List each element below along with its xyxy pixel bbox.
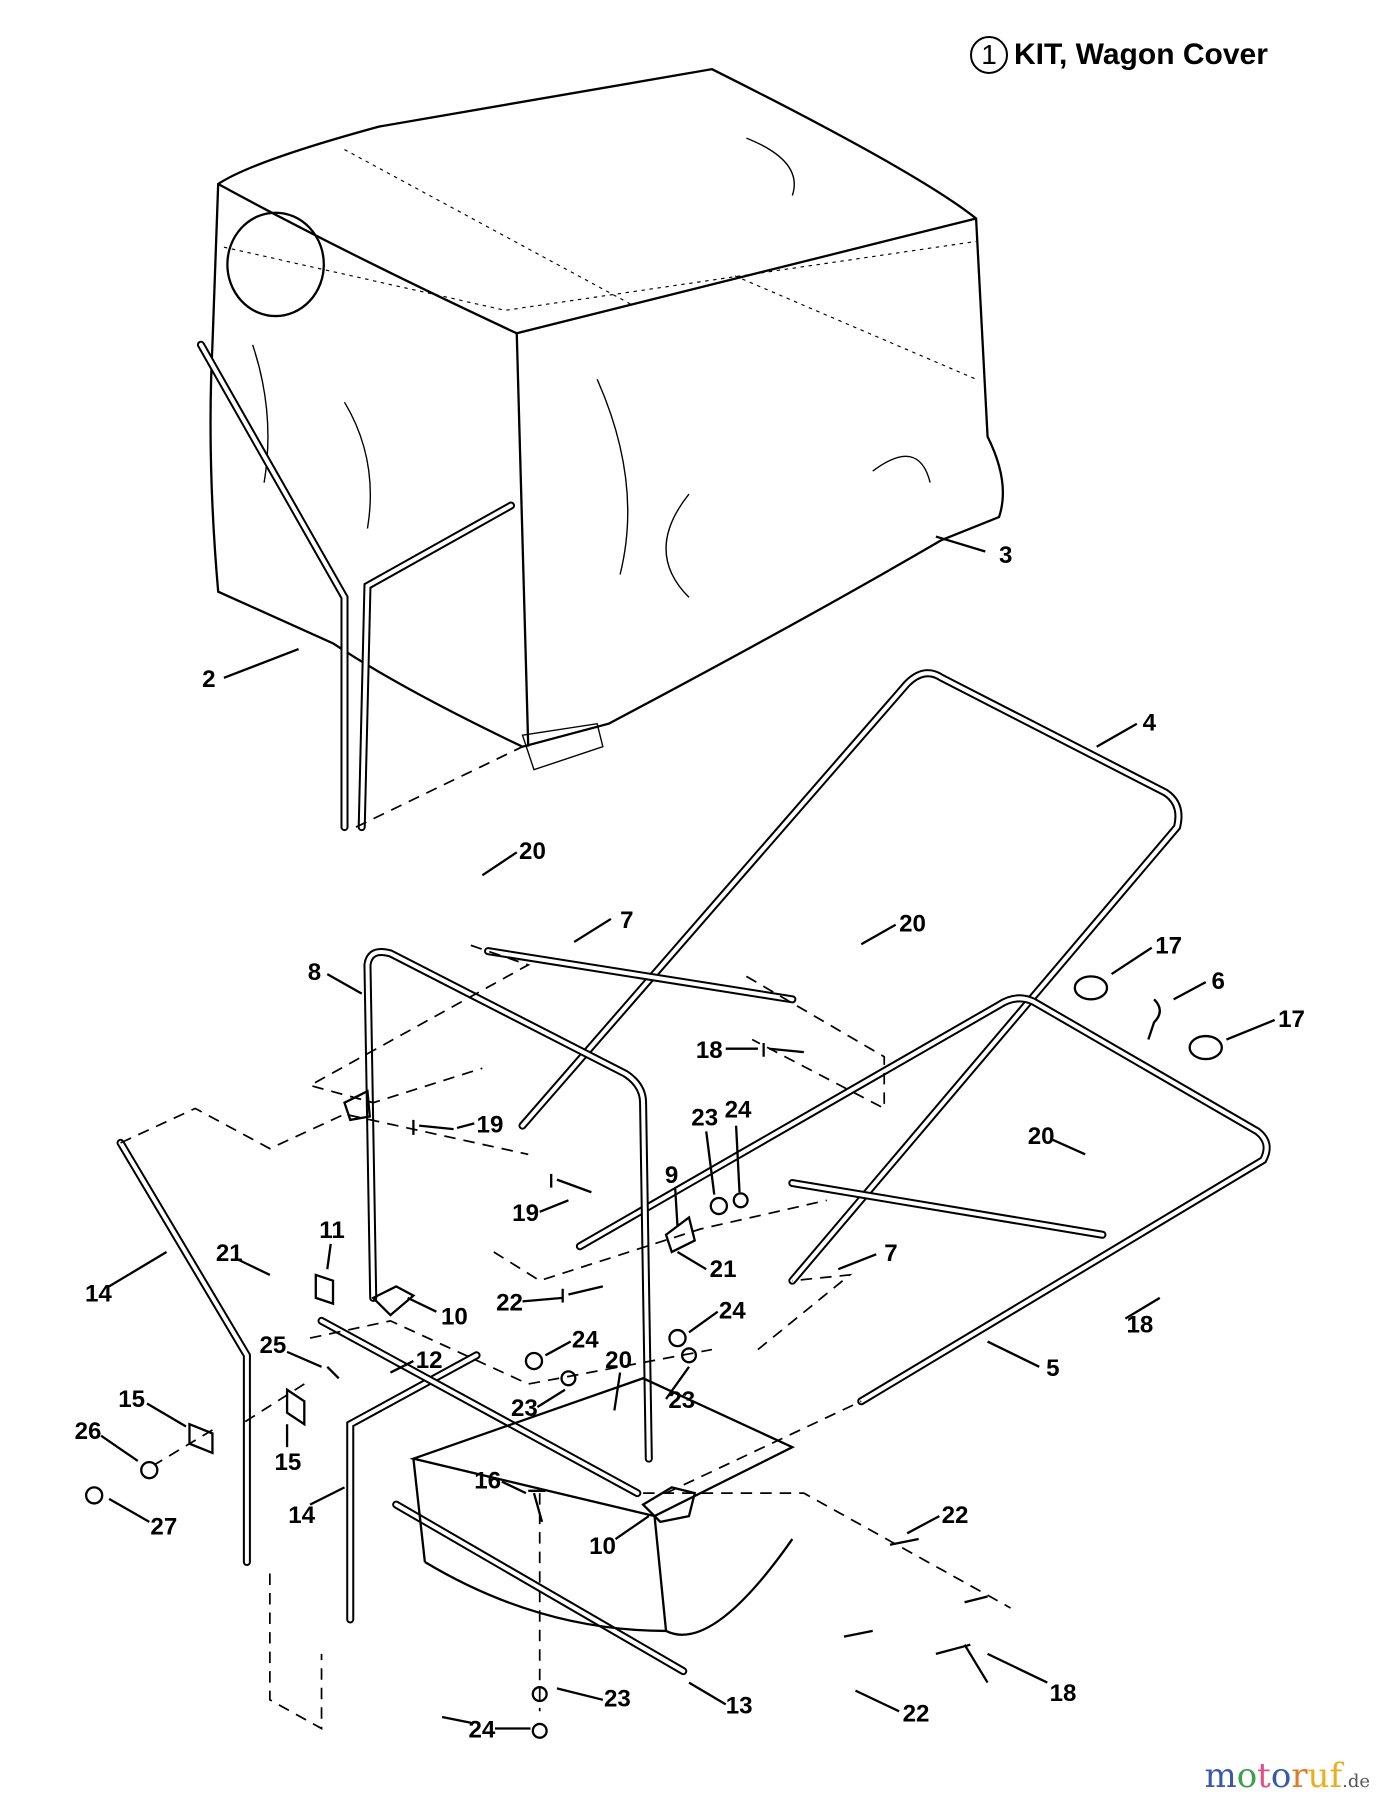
- callout-19: 19: [477, 1112, 504, 1139]
- top-frame-part-5: [575, 994, 1271, 1406]
- callout-22: 22: [942, 1502, 969, 1529]
- strut-part-7b: [790, 1181, 1105, 1237]
- kit-title-text: KIT, Wagon Cover: [1014, 38, 1268, 71]
- callout-labels: 2 3 4 20 7 20 8 17 6 17 18 19 23 24 9 20…: [75, 542, 1305, 1744]
- callout-23: 23: [604, 1686, 631, 1713]
- callout-9: 9: [665, 1162, 678, 1189]
- callout-15: 15: [118, 1386, 145, 1413]
- callout-20: 20: [899, 911, 926, 938]
- callout-7: 7: [620, 907, 633, 934]
- callout-23: 23: [691, 1105, 718, 1132]
- callout-11: 11: [319, 1217, 345, 1244]
- strut-part-7: [486, 949, 795, 1002]
- assembly-lines: [120, 944, 1011, 1730]
- callout-21: 21: [216, 1240, 243, 1267]
- callout-23: 23: [511, 1395, 538, 1422]
- callout-24: 24: [719, 1298, 746, 1325]
- diagram-title: 1 KIT, Wagon Cover: [970, 36, 1268, 74]
- support-frame-part-2: [196, 340, 604, 832]
- callout-6: 6: [1211, 968, 1224, 995]
- watermark-logo: motoruf.de: [1204, 1756, 1370, 1796]
- callout-24: 24: [469, 1717, 496, 1744]
- wagon-body: [409, 1377, 796, 1636]
- hoop-part-8: [363, 947, 653, 1463]
- callout-14: 14: [288, 1502, 315, 1529]
- callout-8: 8: [308, 959, 321, 986]
- callout-24: 24: [572, 1326, 599, 1353]
- leader-lines: [100, 535, 1276, 1730]
- callout-20: 20: [1028, 1123, 1055, 1150]
- callout-3: 3: [999, 542, 1012, 569]
- callout-17: 17: [1278, 1006, 1305, 1033]
- callout-14: 14: [85, 1280, 112, 1307]
- callout-10: 10: [589, 1533, 616, 1560]
- callout-27: 27: [150, 1513, 177, 1540]
- callout-18: 18: [1127, 1311, 1154, 1338]
- rod-part-12: [319, 1318, 640, 1496]
- callout-13: 13: [726, 1693, 753, 1720]
- callout-15: 15: [274, 1449, 301, 1476]
- callout-21: 21: [710, 1256, 737, 1283]
- hardware-parts: [84, 975, 1223, 1739]
- callout-7: 7: [884, 1240, 897, 1267]
- top-frame-part-4: [518, 669, 1183, 1285]
- rod-part-13: [394, 1502, 686, 1674]
- kit-number-circle: 1: [970, 36, 1008, 74]
- callout-12: 12: [416, 1347, 443, 1374]
- callout-17: 17: [1155, 932, 1182, 959]
- callout-10: 10: [441, 1303, 468, 1330]
- callout-2: 2: [202, 666, 215, 693]
- callout-20: 20: [605, 1347, 632, 1374]
- callout-5: 5: [1046, 1355, 1059, 1382]
- callout-20: 20: [519, 838, 546, 865]
- callout-22: 22: [496, 1290, 523, 1317]
- callout-4: 4: [1143, 710, 1157, 737]
- callout-19: 19: [512, 1200, 539, 1227]
- side-rod-part-14: [118, 1140, 249, 1565]
- callout-25: 25: [260, 1332, 287, 1359]
- wagon-cover-part-3: [209, 67, 1004, 748]
- callout-24: 24: [725, 1097, 752, 1124]
- callout-16: 16: [474, 1468, 501, 1495]
- callout-22: 22: [903, 1701, 930, 1728]
- callout-23: 23: [668, 1387, 695, 1414]
- callout-18: 18: [696, 1037, 723, 1064]
- callout-26: 26: [75, 1418, 102, 1445]
- callout-18: 18: [1050, 1680, 1077, 1707]
